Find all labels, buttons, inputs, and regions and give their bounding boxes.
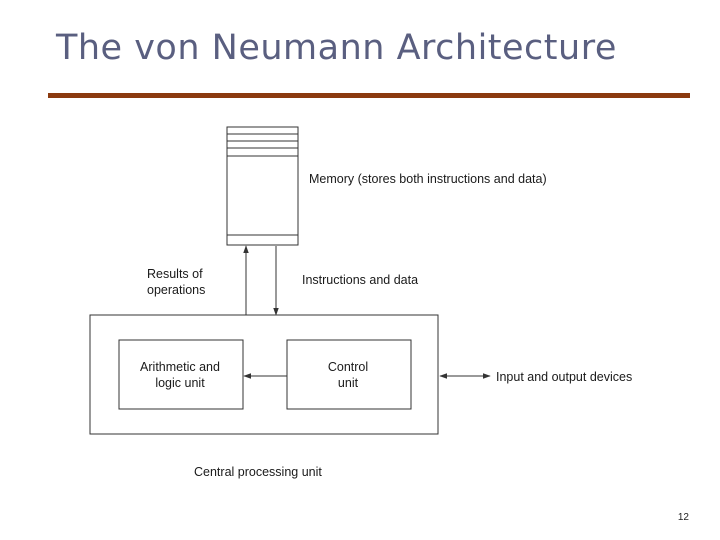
instructions-label: Instructions and data <box>302 273 418 287</box>
cpu-label: Central processing unit <box>194 465 322 479</box>
memory-block <box>226 126 299 246</box>
alu-box <box>118 339 244 410</box>
title-underline <box>48 93 690 98</box>
control-unit-box <box>286 339 412 410</box>
alu-label-line1: Arithmetic and <box>140 360 220 374</box>
results-label-line2: operations <box>147 283 205 297</box>
results-label-line1: Results of <box>147 267 203 281</box>
memory-label: Memory (stores both instructions and dat… <box>309 172 547 186</box>
slide-title: The von Neumann Architecture <box>56 28 617 68</box>
page-number: 12 <box>677 512 689 523</box>
control-label-line2: unit <box>338 376 359 390</box>
alu-label-line2: logic unit <box>155 376 205 390</box>
io-label: Input and output devices <box>496 370 632 384</box>
control-label-line1: Control <box>328 360 368 374</box>
